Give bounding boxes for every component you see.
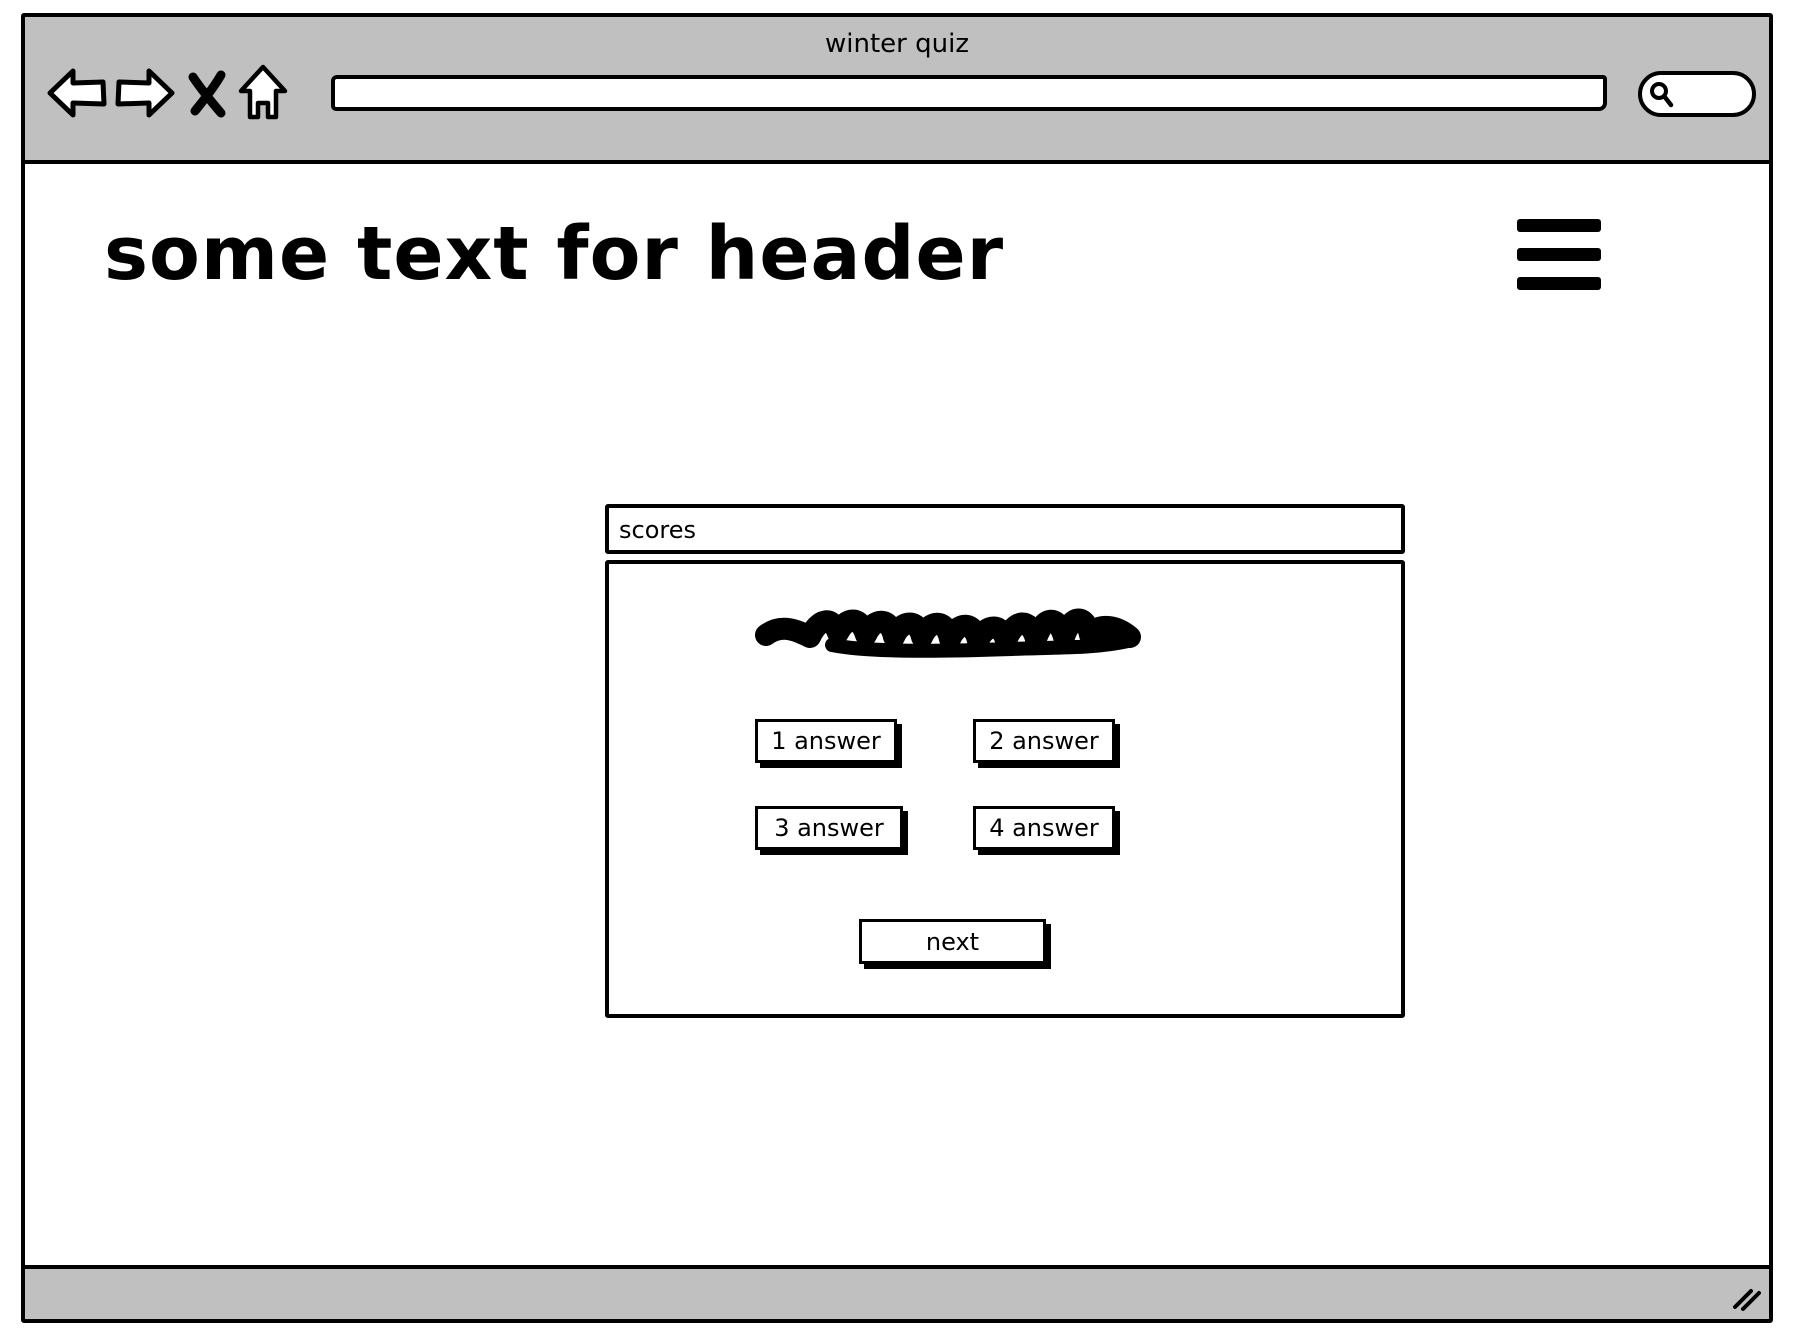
close-icon: [188, 70, 226, 118]
scores-bar: scores: [605, 504, 1405, 554]
quiz-panel: scores 1 answer 2 answer 3 answer 4 answ…: [605, 504, 1405, 1018]
arrow-right-icon: [115, 68, 175, 118]
answer-button-4[interactable]: 4 answer: [973, 806, 1115, 850]
menu-line-bottom: [1517, 277, 1601, 290]
answer-button-3[interactable]: 3 answer: [755, 806, 903, 850]
page-header: some text for header: [104, 211, 1005, 297]
answer-button-2[interactable]: 2 answer: [973, 719, 1115, 763]
home-button[interactable]: [235, 61, 291, 125]
next-button[interactable]: next: [859, 919, 1046, 964]
browser-window: winter quiz: [21, 13, 1773, 1323]
forward-button[interactable]: [113, 61, 177, 125]
hamburger-menu-icon[interactable]: [1517, 219, 1601, 291]
resize-grip-icon[interactable]: [1729, 1279, 1763, 1313]
address-bar[interactable]: [331, 75, 1607, 111]
browser-toolbar: winter quiz: [25, 17, 1769, 164]
window-title: winter quiz: [825, 29, 969, 59]
search-button[interactable]: [1638, 71, 1756, 117]
search-icon: [1650, 82, 1674, 108]
home-icon: [238, 64, 288, 120]
question-scribble: [752, 601, 1144, 663]
stop-button[interactable]: [183, 61, 233, 125]
page-content: some text for header scores 1 answer 2 a…: [25, 164, 1769, 1265]
quiz-body: 1 answer 2 answer 3 answer 4 answer next: [605, 560, 1405, 1018]
menu-line-top: [1517, 219, 1601, 232]
answer-button-1[interactable]: 1 answer: [755, 719, 897, 763]
back-button[interactable]: [45, 61, 109, 125]
status-bar: [25, 1265, 1769, 1319]
menu-line-middle: [1517, 248, 1601, 261]
arrow-left-icon: [47, 68, 107, 118]
